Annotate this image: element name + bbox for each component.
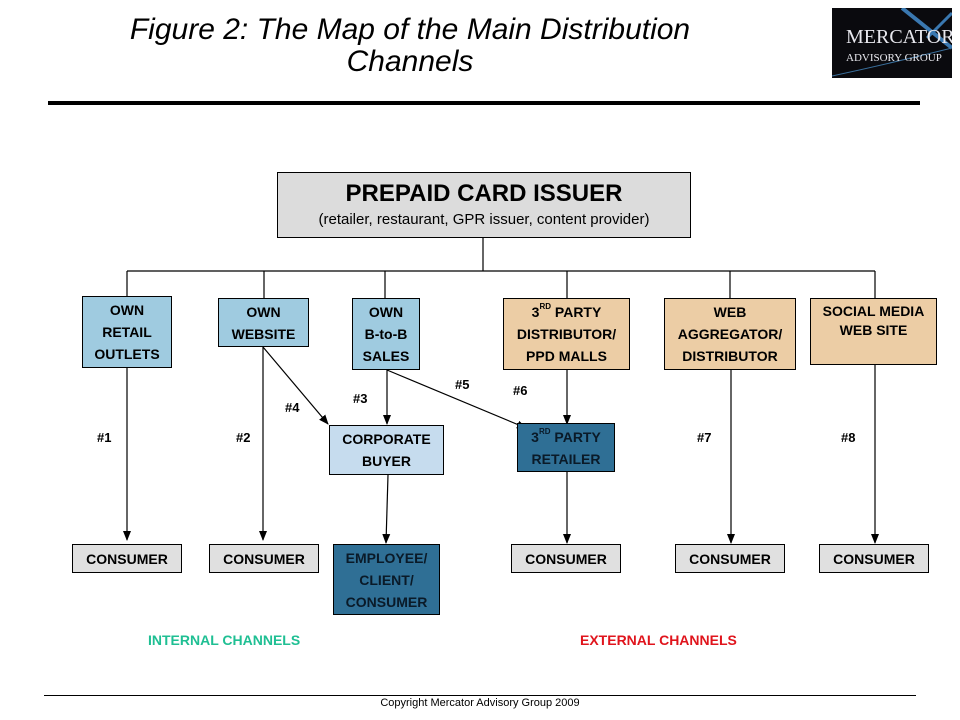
- path-label-3: #3: [353, 391, 368, 406]
- consumer-box-5: CONSUMER: [675, 544, 785, 573]
- employee-client-consumer-box: EMPLOYEE/ CLIENT/ CONSUMER: [333, 544, 440, 615]
- own-retail-outlets-box: OWN RETAIL OUTLETS: [82, 296, 172, 368]
- path-label-8: #8: [841, 430, 856, 445]
- copyright-text: Copyright Mercator Advisory Group 2009: [380, 697, 580, 709]
- box-line: CLIENT/: [359, 571, 414, 588]
- logo-line-1: MERCATOR: [846, 26, 952, 48]
- box-line: SOCIAL MEDIA: [822, 303, 925, 319]
- box-line: CONSUMER: [525, 550, 607, 567]
- own-b2b-sales-box: OWN B-to-B SALES: [352, 298, 420, 370]
- box-line: CORPORATE: [342, 431, 431, 447]
- path-label-1: #1: [97, 430, 112, 445]
- path-label-4: #4: [285, 400, 300, 415]
- box-line: CONSUMER: [689, 550, 771, 567]
- consumer-box-4: CONSUMER: [511, 544, 621, 573]
- box-line: RETAIL: [102, 324, 152, 340]
- logo-line-2: ADVISORY GROUP: [846, 52, 942, 64]
- box-line: WEB SITE: [839, 322, 908, 338]
- consumer-box-6: CONSUMER: [819, 544, 929, 573]
- third-party-retailer-box: 3RD PARTY RETAILER: [517, 423, 615, 472]
- issuer-subtitle: (retailer, restaurant, GPR issuer, conte…: [318, 211, 650, 228]
- social-media-box: SOCIAL MEDIA WEB SITE: [810, 298, 937, 365]
- issuer-title: PREPAID CARD ISSUER: [345, 180, 623, 207]
- box-line: 3RD PARTY: [531, 302, 602, 320]
- title-line-1: Figure 2: The Map of the Main Distributi…: [129, 13, 691, 46]
- external-channels-label: EXTERNAL CHANNELS: [580, 632, 737, 648]
- box-line: OWN: [109, 302, 145, 318]
- path-label-6: #6: [513, 383, 528, 398]
- consumer-box-1: CONSUMER: [72, 544, 182, 573]
- box-line: RETAILER: [531, 450, 601, 467]
- prepaid-card-issuer-box: PREPAID CARD ISSUER (retailer, restauran…: [277, 172, 691, 238]
- box-line: SALES: [362, 348, 410, 364]
- box-line: DISTRIBUTOR: [682, 348, 778, 364]
- logo-swoosh-icon: [832, 8, 952, 77]
- box-line: DISTRIBUTOR/: [516, 326, 617, 342]
- box-line: OUTLETS: [94, 346, 160, 362]
- box-line: CONSUMER: [223, 550, 305, 567]
- path-label-5: #5: [455, 377, 470, 392]
- path-label-7: #7: [697, 430, 712, 445]
- edge-4: [262, 346, 329, 425]
- figure-title: Figure 2: The Map of the Main Distributi…: [40, 14, 780, 78]
- box-line: B-to-B: [364, 326, 408, 342]
- corporate-buyer-box: CORPORATE BUYER: [329, 425, 444, 475]
- box-line: CONSUMER: [86, 550, 168, 567]
- box-line: EMPLOYEE/: [345, 549, 428, 566]
- own-website-box: OWN WEBSITE: [218, 298, 309, 347]
- title-line-2: Channels: [346, 45, 474, 78]
- box-line: BUYER: [361, 453, 411, 469]
- box-line: WEBSITE: [231, 325, 296, 342]
- path-label-2: #2: [236, 430, 251, 445]
- web-aggregator-box: WEB AGGREGATOR/ DISTRIBUTOR: [664, 298, 796, 370]
- consumer-box-2: CONSUMER: [209, 544, 319, 573]
- header-rule: [48, 101, 920, 105]
- box-line: 3RD PARTY: [531, 426, 601, 445]
- box-line: OWN: [368, 304, 404, 320]
- box-line: AGGREGATOR/: [677, 326, 783, 342]
- footer-rule: [44, 695, 916, 696]
- edge-corp: [382, 474, 391, 544]
- mercator-logo: MERCATOR ADVISORY GROUP: [832, 8, 952, 78]
- edge-5: [386, 369, 527, 429]
- box-line: PPD MALLS: [526, 348, 607, 364]
- box-line: CONSUMER: [833, 550, 915, 567]
- box-line: CONSUMER: [345, 593, 428, 610]
- box-line: OWN: [246, 303, 281, 320]
- box-line: WEB: [713, 304, 747, 320]
- internal-channels-label: INTERNAL CHANNELS: [148, 632, 301, 648]
- third-party-distributor-box: 3RD PARTY DISTRIBUTOR/ PPD MALLS: [503, 298, 630, 370]
